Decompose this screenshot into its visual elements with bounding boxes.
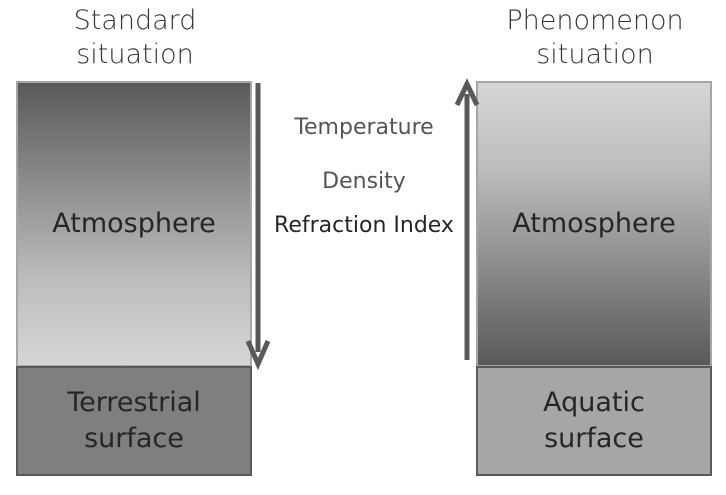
terrestrial-surface-box: Terrestrial surface xyxy=(16,366,252,476)
standard-atmosphere-label: Atmosphere xyxy=(52,208,216,239)
terrestrial-surface-label: Terrestrial surface xyxy=(67,385,201,457)
phenomenon-heading-line2: situation xyxy=(536,39,654,70)
standard-atmosphere-box: Atmosphere xyxy=(16,81,252,367)
standard-heading-line1: Standard xyxy=(73,5,197,36)
terrestrial-surface-line1: Terrestrial xyxy=(67,387,201,418)
down-arrow xyxy=(245,83,271,371)
density-label: Density xyxy=(322,169,406,194)
aquatic-surface-line1: Aquatic xyxy=(543,387,645,418)
terrestrial-surface-line2: surface xyxy=(84,423,184,454)
aquatic-surface-box: Aquatic surface xyxy=(476,366,712,476)
aquatic-surface-line2: surface xyxy=(544,423,644,454)
temperature-label: Temperature xyxy=(294,115,434,140)
standard-heading-line2: situation xyxy=(76,39,194,70)
phenomenon-heading-line1: Phenomenon xyxy=(506,5,684,36)
refraction-index-label: Refraction Index xyxy=(274,213,454,238)
standard-situation-heading: Standard situation xyxy=(10,4,260,72)
phenomenon-atmosphere-label: Atmosphere xyxy=(512,208,676,239)
phenomenon-situation-heading: Phenomenon situation xyxy=(470,4,720,72)
aquatic-surface-label: Aquatic surface xyxy=(543,385,645,457)
up-arrow xyxy=(454,78,480,360)
